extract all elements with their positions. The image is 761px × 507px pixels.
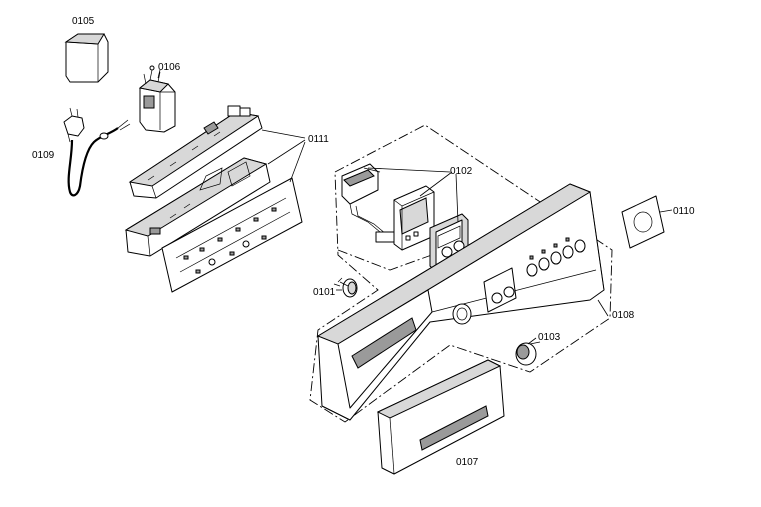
- label-0110: 0110: [673, 206, 695, 217]
- part-0106-filter: [138, 65, 176, 133]
- fascia-buttons: [526, 239, 586, 277]
- label-0109: 0109: [32, 150, 55, 161]
- part-0108-fascia: [316, 183, 605, 421]
- part-0107-drawer-handle: [376, 359, 505, 475]
- label-0102: 0102: [450, 166, 473, 177]
- label-0105: 0105: [72, 16, 95, 27]
- part-0102-lcd-frame: [393, 185, 435, 251]
- label-0101: 0101: [313, 287, 336, 298]
- part-0101-knob: [333, 277, 358, 298]
- label-0103: 0103: [538, 332, 561, 343]
- label-0111: 0111: [308, 134, 329, 145]
- part-0111-tray: [124, 157, 271, 257]
- part-0111-upper-rail: [128, 105, 263, 199]
- label-0108: 0108: [612, 310, 635, 321]
- part-0111-pcb: [161, 177, 303, 293]
- leader-lines: [157, 69, 673, 345]
- part-0109-mains-cable: [63, 107, 131, 197]
- label-0106: 0106: [158, 62, 181, 73]
- label-0107: 0107: [456, 457, 479, 468]
- part-0102-display-board: [341, 163, 395, 243]
- assembly-boundary-module: [337, 249, 441, 271]
- part-0105-cap: [64, 33, 109, 83]
- part-0103-knob: [515, 341, 541, 366]
- part-0110-sticker: [621, 195, 665, 249]
